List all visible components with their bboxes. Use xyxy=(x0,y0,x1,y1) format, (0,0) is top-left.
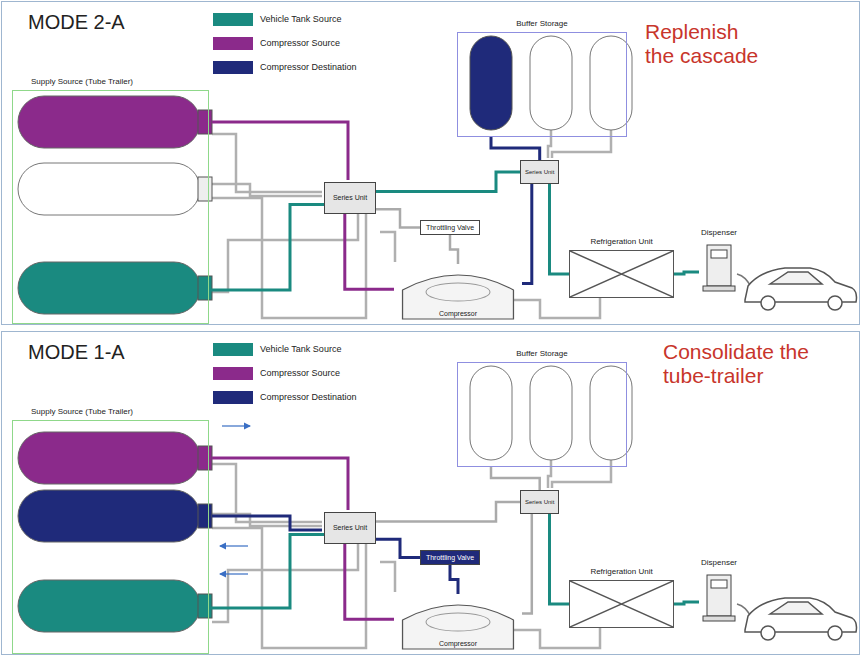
mode-caption: Replenish the cascade xyxy=(645,20,773,68)
mode-title: MODE 1-A xyxy=(28,341,125,364)
legend-text: Compressor Destination xyxy=(260,61,357,74)
pipe-connector xyxy=(674,602,699,604)
group-heading: Supply Source (Tube Trailer) xyxy=(31,408,133,417)
pipe-connector xyxy=(674,272,699,274)
mode-title: MODE 2-A xyxy=(28,11,125,34)
group-heading: Refrigeration Unit xyxy=(590,238,652,247)
unit-label: Series Unit xyxy=(525,169,554,176)
series-unit: Series Unit xyxy=(520,490,559,514)
legend-text: Vehicle Tank Source xyxy=(260,13,341,26)
pipe-connector xyxy=(376,502,520,522)
pipe-connector xyxy=(550,184,570,274)
group-heading: Refrigeration Unit xyxy=(590,568,652,577)
legend-text: Compressor Source xyxy=(260,367,340,380)
legend-swatch xyxy=(213,367,253,380)
pipe-connector xyxy=(450,235,458,264)
pipe-connector xyxy=(522,184,532,284)
unit-label: Series Unit xyxy=(333,194,367,202)
pipe-connector xyxy=(550,514,570,604)
dispenser: Dispenser xyxy=(699,242,739,292)
group-heading: Dispenser xyxy=(701,559,737,568)
mode-caption: Consolidate the tube-trailer xyxy=(663,340,841,388)
pipe-connector xyxy=(491,137,540,160)
compressor: Compressor xyxy=(394,264,522,320)
group-heading: Buffer Storage xyxy=(516,20,567,29)
pipe-connector xyxy=(209,204,324,290)
legend-swatch xyxy=(213,343,253,356)
series-unit: Series Unit xyxy=(324,182,376,214)
series-unit: Series Unit xyxy=(324,512,376,544)
buffer-group: Buffer Storage xyxy=(457,32,627,137)
refrigeration-unit: Refrigeration Unit xyxy=(569,250,674,298)
legend-swatch xyxy=(213,13,253,26)
unit-label: Throttling Valve xyxy=(426,224,474,232)
group-heading: Buffer Storage xyxy=(516,350,567,359)
refrigeration-unit: Refrigeration Unit xyxy=(569,580,674,628)
unit-label: Throttling Valve xyxy=(426,554,474,562)
legend-text: Compressor Destination xyxy=(260,391,357,404)
pipe-connector xyxy=(376,172,520,192)
throttling-valve: Throttling Valve xyxy=(420,550,480,565)
mode-1a-art xyxy=(18,366,857,648)
dispenser: Dispenser xyxy=(699,572,739,622)
pipe-connector xyxy=(345,544,394,619)
pipe-connector xyxy=(376,209,420,227)
unit-label: Compressor xyxy=(394,640,522,647)
group-heading: Supply Source (Tube Trailer) xyxy=(31,78,133,87)
legend-text: Compressor Source xyxy=(260,37,340,50)
series-unit: Series Unit xyxy=(520,160,559,184)
pipe-connector xyxy=(376,539,420,557)
unit-label: Series Unit xyxy=(333,524,367,532)
legend-swatch xyxy=(213,37,253,50)
supply-group: Supply Source (Tube Trailer) xyxy=(12,90,209,324)
legend-swatch xyxy=(213,391,253,404)
pipe-connector xyxy=(491,467,540,490)
unit-label: Series Unit xyxy=(525,499,554,506)
pipe-connector xyxy=(522,514,532,614)
compressor: Compressor xyxy=(394,594,522,650)
unit-label: Compressor xyxy=(394,310,522,317)
mode-2a-art xyxy=(18,36,857,318)
group-heading: Dispenser xyxy=(701,229,737,238)
supply-group: Supply Source (Tube Trailer) xyxy=(12,420,209,654)
buffer-group: Buffer Storage xyxy=(457,362,627,467)
pipe-connector xyxy=(209,534,324,608)
pipe-connector xyxy=(345,214,394,289)
pipe-connector xyxy=(450,565,458,594)
legend-text: Vehicle Tank Source xyxy=(260,343,341,356)
legend-swatch xyxy=(213,61,253,74)
throttling-valve: Throttling Valve xyxy=(420,220,480,235)
